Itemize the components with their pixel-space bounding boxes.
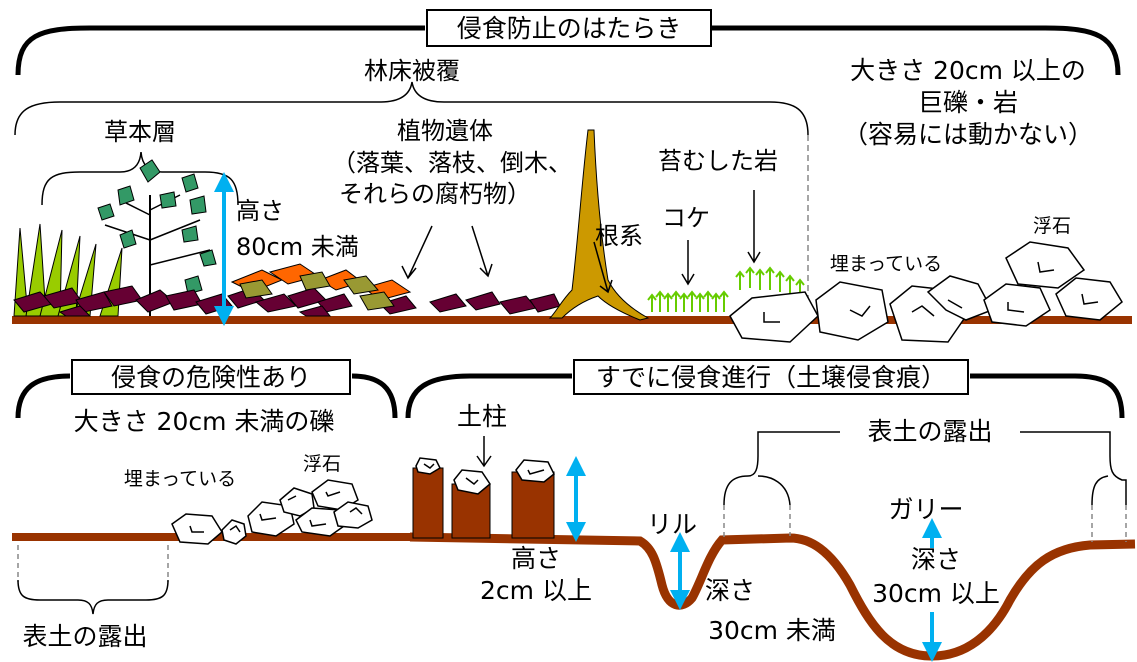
topsoil-label-left: 表土の露出 (22, 622, 147, 651)
litter-line2: （落葉、落枝、倒木、 (332, 149, 572, 177)
rill-depth-line1: 深さ (705, 576, 755, 605)
floating-label-top: 浮石 (1033, 215, 1071, 237)
soil-pillars (412, 467, 555, 539)
mossy-rock-label: 苔むした岩 (658, 147, 778, 175)
pillar-height-line2: 2cm 以上 (480, 576, 592, 605)
floating-gravel (333, 501, 373, 529)
title-box (426, 9, 712, 47)
topsoil-brace-left (17, 545, 169, 615)
height-label-line2: 80cm 未満 (236, 233, 359, 261)
risk-brace (15, 373, 398, 419)
rock-marks-top (763, 261, 1099, 323)
boulder-label-line2: 巨礫・岩 (918, 88, 1018, 117)
pointer-arrows-top (401, 190, 761, 294)
rill-label: リル (647, 510, 697, 539)
litter-title: 植物遺体 (397, 117, 493, 145)
pillar-pointer-arrow (476, 436, 492, 468)
rock-marks-left (189, 491, 363, 533)
buried-label-left: 埋まっている (124, 468, 236, 490)
boulder-label-line3: （容易には動かない） (843, 120, 1093, 149)
roots-label: 根系 (595, 222, 643, 250)
progress-title-box (573, 359, 969, 395)
herb-layer-label: 草本層 (104, 118, 176, 146)
progress-title: すでに侵食進行（土壌侵食痕） (596, 363, 946, 392)
gully-label: ガリー (888, 495, 963, 524)
soil-pillar (511, 471, 555, 539)
floating-label-left: 浮石 (303, 453, 341, 475)
rill-depth-line2: 30cm 未満 (708, 616, 836, 645)
height-label-line1: 高さ (236, 197, 284, 225)
floating-rock (1005, 241, 1086, 289)
risk-title: 侵食の危険性あり (111, 363, 311, 392)
moss-label: コケ (662, 204, 710, 232)
risk-title-box (71, 359, 351, 395)
gully-depth-line2: 30cm 以上 (872, 579, 1000, 608)
progress-brace (405, 373, 1125, 419)
mossy-rock (729, 291, 819, 343)
gravel-rocks (171, 479, 373, 545)
top-brace (15, 25, 1121, 76)
buried-label-top: 埋まっている (830, 253, 942, 275)
pillar-height-line1: 高さ (511, 544, 561, 573)
pillar-label: 土柱 (457, 402, 507, 431)
title: 侵食防止のはたらき (457, 14, 682, 43)
eroded-ground-profile (409, 532, 1136, 661)
tree-root (548, 129, 650, 321)
rock-marks-pillars (423, 463, 545, 485)
floating-rock (983, 283, 1051, 327)
leaf-litter (13, 263, 561, 317)
gravel-label: 大きさ 20cm 未満の礫 (74, 407, 335, 436)
herb-brace (41, 151, 239, 206)
gully-depth-line1: 深さ (911, 545, 961, 574)
cover-label: 林床被覆 (364, 57, 460, 85)
soil-pillar (412, 467, 444, 539)
litter-line3: それらの腐朽物） (339, 180, 531, 208)
topsoil-line-top (12, 316, 1132, 324)
cover-brace (14, 81, 809, 136)
floating-rock (1055, 277, 1123, 321)
topsoil-brace-right (723, 431, 1127, 506)
herb-plant (97, 159, 217, 316)
boulder-label-line1: 大きさ 20cm 以上の (850, 56, 1086, 85)
buried-gravel (221, 519, 247, 545)
moss (647, 266, 805, 312)
topsoil-dashes-right (723, 505, 1127, 542)
topsoil-label-right: 表土の露出 (867, 417, 992, 446)
